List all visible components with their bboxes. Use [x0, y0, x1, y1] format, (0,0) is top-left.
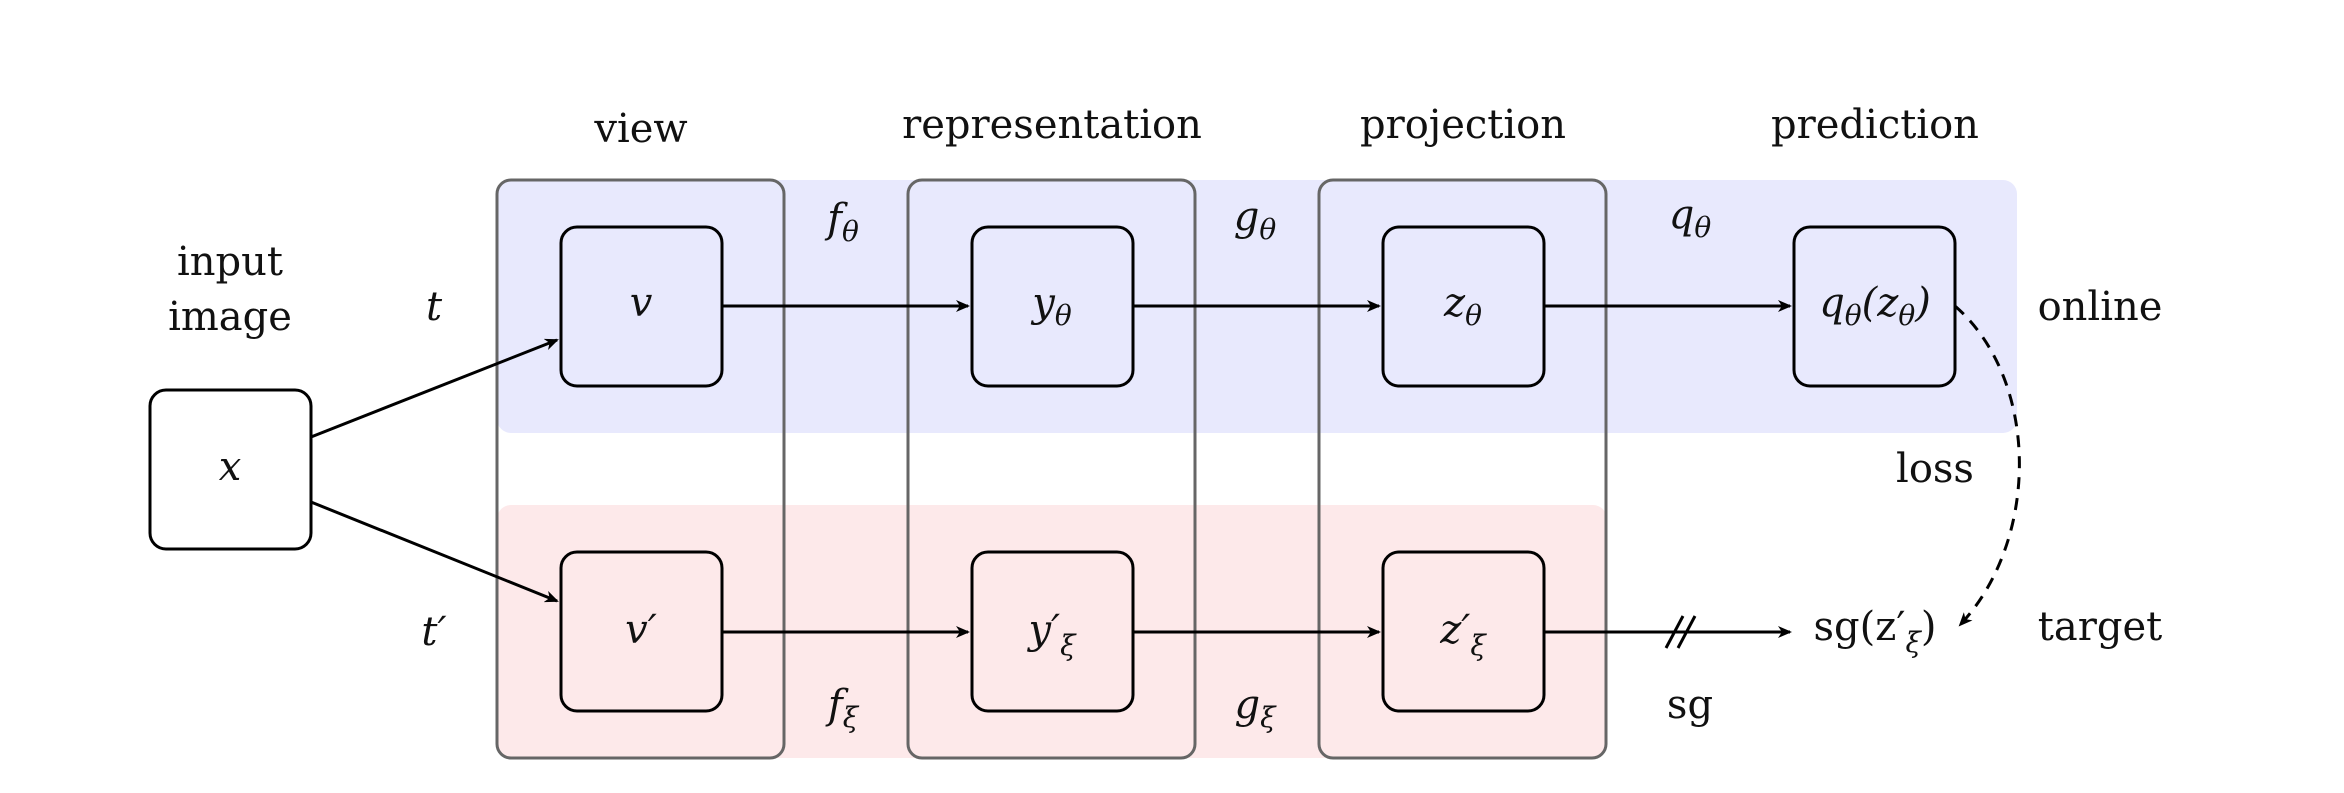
q-theta-sub: θ: [1694, 211, 1711, 244]
z-theta-sub: θ: [1465, 299, 1482, 332]
sg-z-post: ): [1921, 604, 1937, 650]
header-view: view: [593, 106, 687, 152]
g-xi-base: g: [1234, 682, 1260, 728]
edge-label-t: t: [426, 284, 443, 330]
stop-gradient-mark-2: [1676, 615, 1697, 649]
q-theta-z-mid-sub: θ: [1898, 299, 1915, 332]
node-v-prime-label: v′: [625, 607, 657, 653]
row-label-online: online: [2038, 284, 2163, 330]
edge-label-g-theta: gθ: [1234, 194, 1277, 246]
z-xi-base: z′: [1439, 607, 1470, 653]
node-x: [148, 388, 313, 551]
q-theta-z-pre-sub: θ: [1845, 299, 1862, 332]
edge-label-q-theta: qθ: [1669, 192, 1712, 244]
edge-label-t-prime: t′: [421, 609, 446, 655]
q-theta-z-post: ): [1914, 280, 1931, 326]
arrow-x-to-v-prime: [310, 500, 559, 603]
q-theta-z-mid: (z: [1862, 280, 1900, 326]
edge-label-loss: loss: [1896, 446, 1974, 492]
z-theta-base: z: [1443, 280, 1466, 326]
node-y-xi-label: y′ξ: [1026, 607, 1077, 662]
node-y-theta-label: yθ: [1030, 280, 1072, 332]
edge-label-g-xi: gξ: [1234, 682, 1277, 734]
node-z-theta-label: zθ: [1443, 280, 1482, 332]
row-label-target: target: [2038, 604, 2162, 650]
column-projection: [1317, 178, 1608, 760]
z-xi-sub: ξ: [1470, 629, 1487, 662]
stop-gradient-mark-1: [1664, 615, 1685, 649]
header-representation: representation: [902, 102, 1202, 148]
y-xi-base: y′: [1026, 607, 1060, 653]
node-x-label: x: [219, 444, 242, 490]
column-view: [495, 178, 786, 760]
column-representation: [906, 178, 1197, 760]
g-xi-sub: ξ: [1260, 701, 1277, 734]
y-theta-sub: θ: [1055, 299, 1072, 332]
node-z-xi-label: z′ξ: [1439, 607, 1487, 662]
y-theta-base: y: [1030, 280, 1056, 326]
sg-z-pre: sg(z′: [1814, 604, 1906, 650]
q-theta-z-pre: q: [1819, 280, 1845, 326]
edge-label-f-theta: fθ: [824, 196, 859, 248]
f-xi-sub: ξ: [843, 701, 860, 734]
g-theta-sub: θ: [1259, 213, 1276, 246]
f-theta-sub: θ: [842, 215, 859, 248]
q-theta-base: q: [1669, 192, 1695, 238]
input-label-line1: input: [177, 239, 283, 285]
input-label-line2: image: [168, 294, 292, 340]
loss-arrow: [1954, 304, 2021, 627]
y-xi-sub: ξ: [1060, 629, 1077, 662]
target-band: [497, 505, 1607, 758]
edge-label-sg: sg: [1667, 682, 1713, 728]
sg-z-sub: ξ: [1905, 626, 1922, 659]
header-prediction: prediction: [1771, 102, 1979, 148]
node-v-label: v: [630, 280, 653, 326]
node-sg-z-label: sg(z′ξ): [1814, 604, 1937, 659]
header-projection: projection: [1360, 102, 1566, 148]
arrow-x-to-v: [310, 338, 559, 439]
node-q-theta-z-label: qθ(zθ): [1819, 280, 1931, 332]
g-theta-base: g: [1234, 194, 1260, 240]
